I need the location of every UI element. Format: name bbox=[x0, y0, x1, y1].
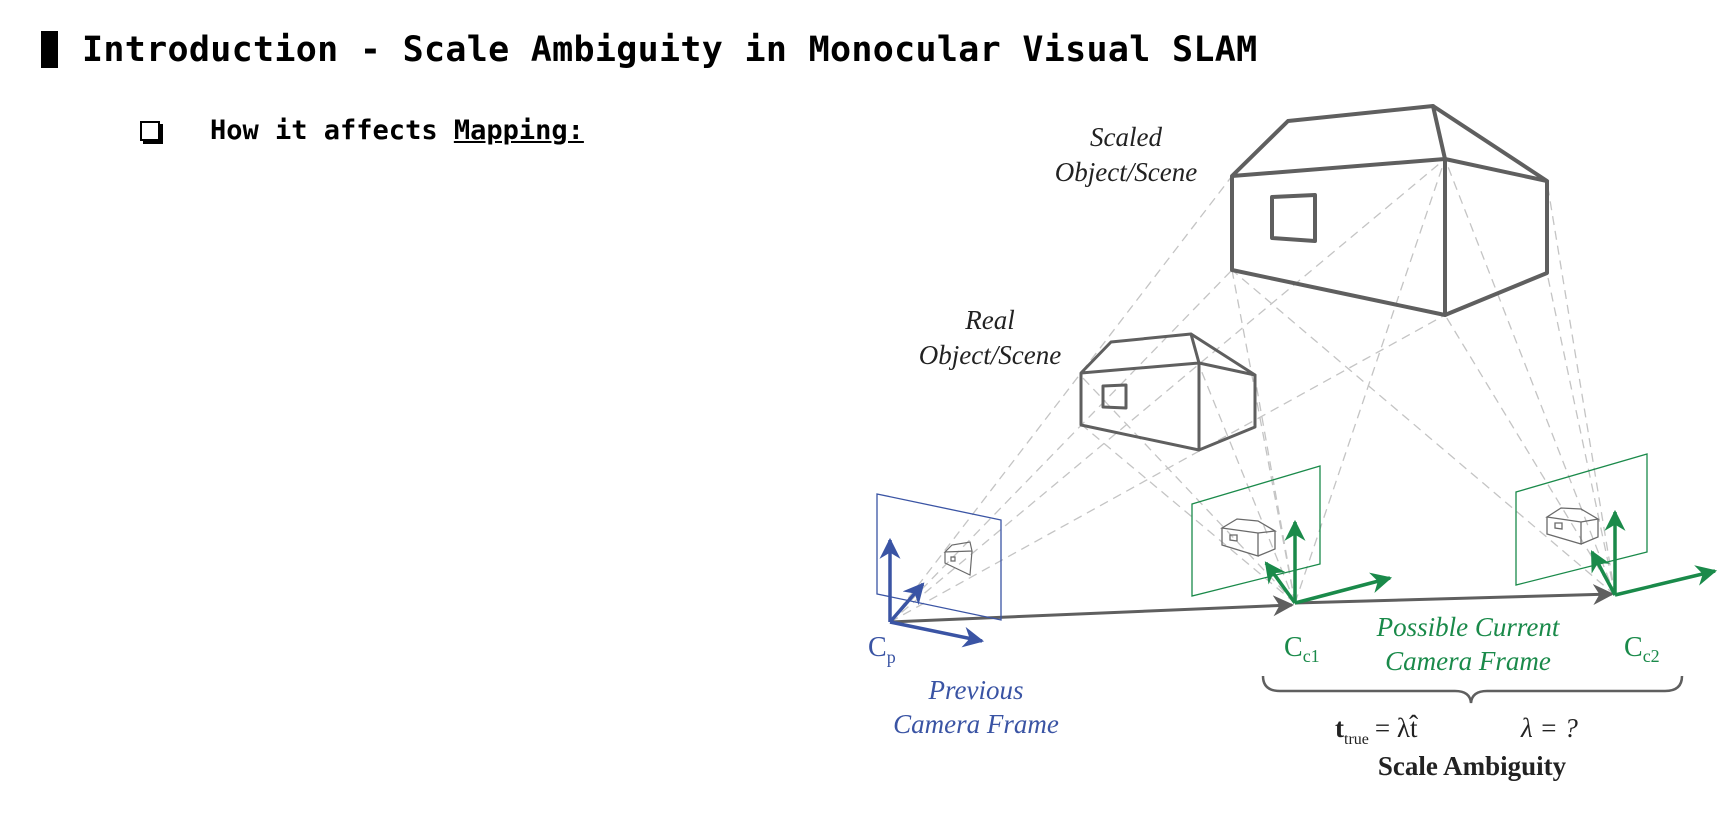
previous-image-plane bbox=[876, 493, 1002, 621]
translation-arrow-1 bbox=[889, 595, 1295, 624]
possible-label-line1: Possible Current bbox=[1376, 612, 1561, 642]
current-image-plane-2 bbox=[1515, 453, 1648, 586]
bullet-text: How it affects Mapping: bbox=[210, 115, 584, 146]
cc1-label: Cc1 bbox=[1284, 632, 1320, 666]
previous-label-line1: Previous bbox=[928, 675, 1024, 705]
previous-axis-right bbox=[889, 620, 985, 648]
projection-line bbox=[1546, 181, 1616, 596]
previous-axis-forward bbox=[888, 582, 925, 624]
projection-lines bbox=[889, 158, 1616, 623]
real-label-line2: Object/Scene bbox=[919, 340, 1061, 370]
scaled-label-line2: Object/Scene bbox=[1055, 157, 1197, 187]
projection-line bbox=[1231, 269, 1616, 596]
previous-label-line2: Camera Frame bbox=[893, 709, 1059, 739]
bullet-item: How it affects Mapping: bbox=[140, 115, 584, 146]
translation-arrows bbox=[889, 584, 1615, 624]
projection-line bbox=[889, 175, 1233, 623]
current1-axis-right bbox=[1294, 572, 1393, 605]
real-house-window bbox=[1101, 383, 1128, 410]
projection-line bbox=[1294, 158, 1446, 604]
current-camera-1 bbox=[1191, 465, 1393, 605]
cp-label: Cp bbox=[868, 632, 896, 667]
projection-line bbox=[889, 158, 1446, 623]
checkbox-bullet-icon bbox=[140, 120, 160, 141]
scale-brace bbox=[1261, 675, 1684, 704]
equation-t-true: ttrue= λt̂ bbox=[1335, 713, 1419, 748]
scaled-label-line1: Scaled bbox=[1090, 122, 1162, 152]
projection-line bbox=[1444, 158, 1616, 596]
translation-arrow-2 bbox=[1294, 584, 1615, 606]
real-house bbox=[1079, 332, 1257, 452]
projection-line bbox=[1081, 424, 1296, 604]
scaled-house-window bbox=[1270, 193, 1317, 243]
title-marker bbox=[41, 31, 58, 68]
projection-line bbox=[1231, 269, 1296, 604]
scaled-house bbox=[1230, 104, 1549, 317]
current2-axis-forward bbox=[1590, 550, 1617, 596]
real-label-line1: Real bbox=[964, 305, 1014, 335]
projection-line bbox=[1546, 272, 1616, 596]
current-image-plane-1 bbox=[1191, 465, 1321, 597]
current2-axis-right bbox=[1614, 565, 1718, 597]
possible-label-line2: Camera Frame bbox=[1385, 646, 1551, 676]
current-camera-2 bbox=[1515, 453, 1718, 597]
previous-image-house bbox=[943, 541, 973, 576]
previous-camera bbox=[876, 493, 1002, 648]
projection-line bbox=[1444, 314, 1616, 596]
current1-axis-forward bbox=[1264, 561, 1297, 605]
projection-line bbox=[1198, 364, 1296, 604]
bullet-emphasis: Mapping: bbox=[453, 115, 584, 146]
equation-lambda-unknown: λ = ? bbox=[1520, 713, 1578, 743]
current-image-house-2 bbox=[1545, 507, 1600, 545]
slide-title: Introduction - Scale Ambiguity in Monocu… bbox=[82, 30, 1258, 70]
cc2-label: Cc2 bbox=[1624, 632, 1660, 666]
bullet-prefix: How it affects bbox=[210, 115, 454, 146]
projection-line bbox=[1081, 376, 1296, 604]
scale-ambiguity-caption: Scale Ambiguity bbox=[1378, 751, 1567, 781]
current-image-house-1 bbox=[1220, 518, 1277, 557]
